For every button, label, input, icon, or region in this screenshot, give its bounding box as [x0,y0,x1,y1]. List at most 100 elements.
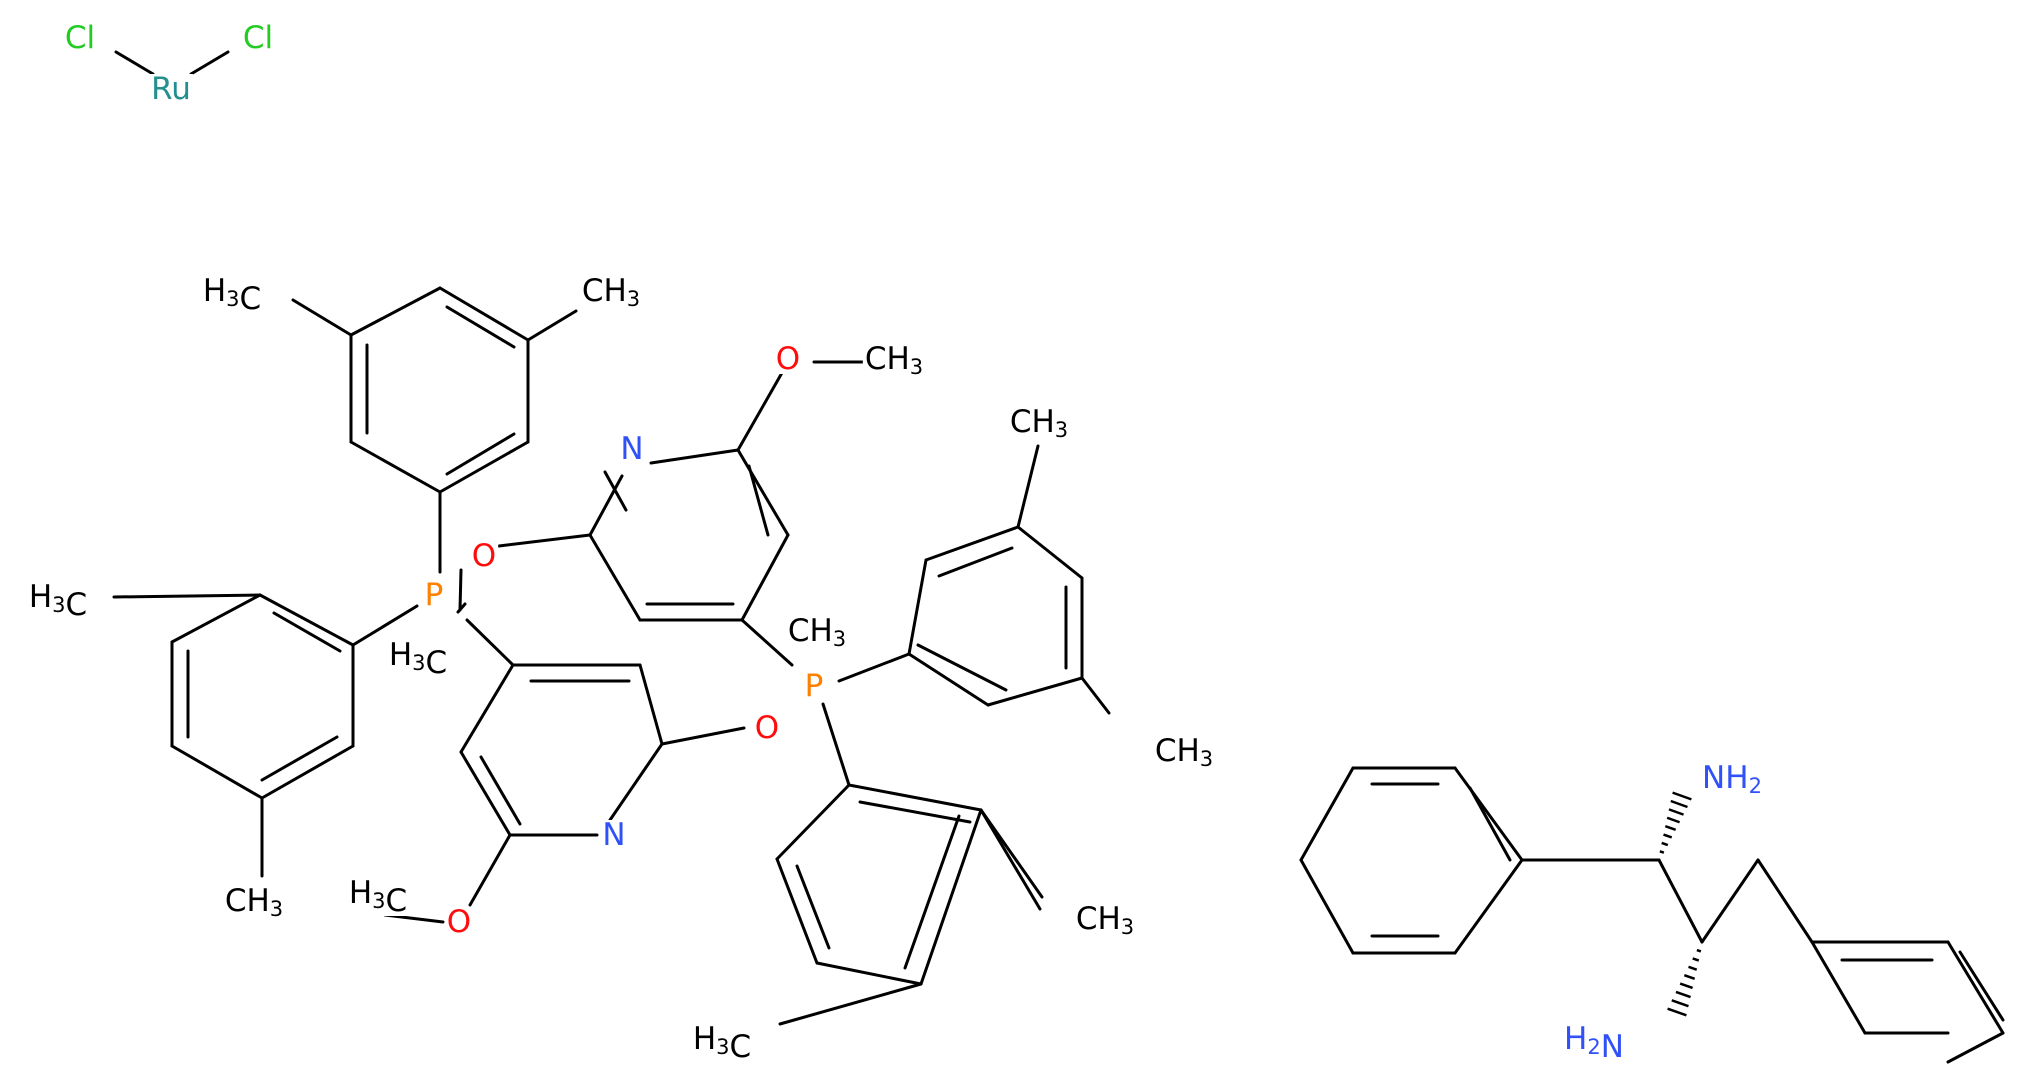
hashed-wedge-bond-1 [1667,948,1702,1017]
atom-label-mask [386,640,450,678]
atom-label-me8: CH3 [1155,733,1213,771]
wedge-hash [1692,957,1700,962]
atom-label-mask [690,1024,754,1062]
atom-label-o2: O [755,710,779,746]
bond-49 [479,755,522,826]
bond-30 [649,448,740,465]
atom-label-o4: O [447,904,471,940]
bond-7 [349,440,442,494]
bond-17 [170,593,262,644]
atom-label-me5: H3C [389,637,447,681]
bond-2 [291,298,353,337]
bond-66 [847,783,983,812]
atom-label-mask [346,878,410,916]
bond-14 [351,604,419,647]
bond-51 [468,833,512,907]
wedge-hash [1664,824,1677,832]
atom-label-n1: N [620,431,643,467]
atom-label-mask [862,344,926,376]
bond-73 [778,982,923,1026]
bond-86 [1453,858,1524,955]
atom-label-mask [422,580,446,610]
bond-70 [775,857,819,965]
bond-54 [907,652,990,707]
bond-87 [1468,786,1512,862]
bond-5 [526,309,578,342]
wedge-hash [1683,973,1696,981]
bond-28 [497,533,592,548]
bond-1 [189,50,230,76]
wedge-hash [1670,799,1688,809]
bond-65 [821,702,851,787]
atom-label-me4: H3C [29,579,87,623]
wedge-hash [1671,999,1689,1008]
bond-46 [459,750,512,837]
bond-39 [740,618,794,667]
atom-label-mask [1152,736,1216,768]
bond-74 [858,800,972,824]
bond-45 [459,663,515,754]
bond-16 [112,593,262,599]
bond-96 [1958,950,2005,1022]
bond-38 [603,470,628,512]
atom-label-ru: Ru [151,71,191,107]
bond-57 [907,558,928,656]
wedge-hash [1659,850,1665,854]
bond-8 [438,440,530,494]
bond-64 [937,546,1014,578]
bond-71 [815,961,923,986]
bond-72 [919,808,983,986]
bond-11 [445,305,516,349]
bond-31 [736,369,785,452]
bond-56 [1080,676,1111,715]
wedge-hash [1688,965,1698,971]
bond-53 [837,652,911,683]
atom-label-mask [1073,904,1137,936]
bond-91 [1946,940,2005,1035]
bond-32 [736,448,790,537]
atom-label-me1: H3C [203,273,261,317]
bond-55 [986,676,1084,707]
atom-label-cl1: Cl [65,20,95,56]
atom-label-mask [62,23,98,53]
bond-35 [588,533,642,622]
atom-label-nh2b: H2N [1564,1021,1624,1065]
bond-79 [1756,858,1814,944]
bond-92 [1946,1031,2005,1064]
bond-36 [747,464,770,537]
atom-label-me11: CH3 [1076,901,1134,939]
atom-label-mask [579,276,643,308]
bond-62 [916,643,1008,692]
atom-label-nh2a: NH2 [1702,760,1762,798]
bond-77 [1657,858,1704,944]
wedge-hash [1679,982,1694,990]
atom-label-mask [444,907,474,937]
atom-label-mask [1700,763,1764,795]
atom-label-mask [469,541,499,571]
bond-0 [114,50,155,76]
bond-44 [660,726,746,746]
bond-58 [924,525,1020,562]
atom-label-mask [1007,407,1071,439]
atom-label-mask [26,582,90,620]
atom-label-o1: O [472,538,496,574]
wedge-hash [1672,791,1692,801]
atom-label-cl2: Cl [243,20,273,56]
bond-52 [383,913,445,924]
atom-label-me3: CH3 [865,341,923,379]
bond-12 [445,432,516,476]
bond-93 [1810,940,1867,1035]
bond-29 [588,474,624,537]
atom-label-mask [240,23,276,53]
bond-68 [979,808,1042,911]
bond-20 [260,744,355,800]
atom-label-mask [200,276,264,314]
atom-label-mask [222,886,286,918]
atom-label-me10: H3C [349,875,407,919]
bond-3 [349,286,442,337]
bonds-layer [112,50,2005,1064]
atom-label-mask [1562,1024,1626,1062]
atom-label-p2: P [805,668,824,704]
atom-label-mask [618,434,646,464]
